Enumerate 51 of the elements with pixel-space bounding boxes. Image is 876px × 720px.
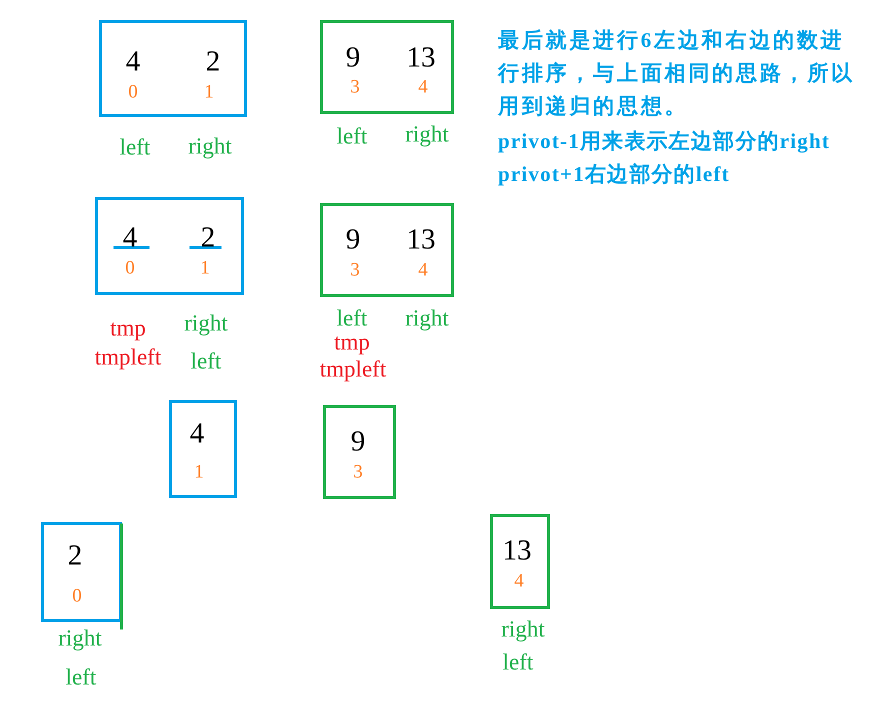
index-number: 0 (128, 82, 138, 102)
pointer-label: tmp (334, 330, 370, 354)
pointer-label: right (184, 312, 228, 334)
array-box (41, 522, 122, 622)
array-value: 9 (350, 428, 366, 456)
pointer-label: left (120, 136, 150, 158)
array-value: 13 (502, 536, 532, 566)
array-box (323, 405, 396, 499)
array-box (490, 514, 550, 609)
index-number: 1 (200, 258, 210, 278)
index-number: 1 (204, 82, 214, 102)
array-box (320, 20, 454, 114)
array-value: 2 (200, 224, 216, 252)
pointer-label: left (336, 306, 368, 330)
array-box (99, 20, 247, 117)
pointer-label: right (405, 306, 449, 330)
index-number: 0 (125, 258, 135, 278)
array-value: 13 (406, 44, 436, 72)
index-number: 3 (353, 462, 363, 482)
pointer-label: right (58, 626, 102, 650)
index-number: 4 (514, 572, 524, 590)
array-value: 13 (406, 226, 436, 254)
array-box (95, 197, 244, 295)
array-box (169, 400, 237, 498)
index-number: 1 (194, 462, 204, 482)
pointer-label: tmp (110, 316, 146, 340)
array-value: 2 (206, 48, 220, 76)
index-number: 3 (350, 260, 360, 280)
array-value: 9 (346, 44, 360, 72)
pointer-label: left (336, 124, 368, 148)
array-value: 4 (122, 224, 138, 252)
array-value: 2 (68, 542, 82, 570)
pointer-label: tmpleft (320, 358, 386, 380)
pointer-label: tmpleft (94, 346, 162, 368)
index-number: 4 (418, 78, 428, 96)
pointer-label: right (405, 122, 449, 146)
array-value: 4 (190, 420, 204, 448)
array-value: 9 (346, 226, 360, 254)
index-number: 4 (418, 260, 428, 280)
pointer-label: left (190, 350, 222, 372)
index-number: 0 (72, 586, 82, 606)
pointer-label: right (188, 134, 232, 158)
pointer-label: left (66, 666, 96, 688)
array-value: 4 (126, 48, 140, 76)
pointer-label: left (502, 650, 534, 674)
note-text: privot+1右边部分的left (498, 161, 730, 188)
index-number: 3 (350, 78, 360, 96)
array-box (320, 203, 454, 297)
note-text: 最后就是进行6左边和右边的数进行排序，与上面相同的思路，所以用到递归的思想。 (498, 27, 856, 120)
note-text: privot-1用来表示左边部分的right (498, 128, 830, 155)
pointer-label: right (501, 618, 545, 640)
